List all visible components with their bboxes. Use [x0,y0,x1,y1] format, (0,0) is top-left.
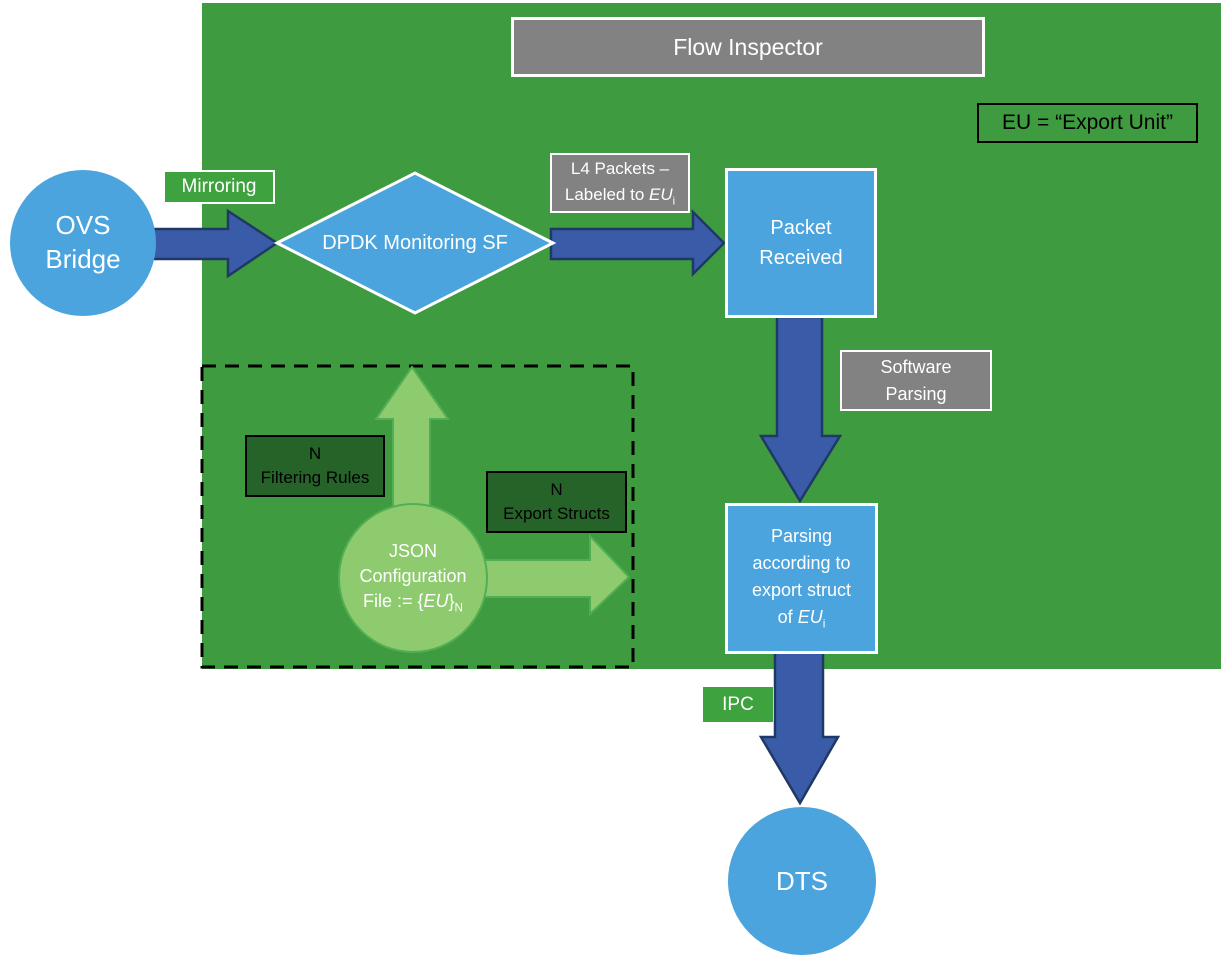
filtering-rules-line1: N [308,444,322,464]
l4-packets-edge-label: L4 Packets – Labeled to EUi [550,153,690,213]
ovs-bridge-line2: Bridge [45,244,121,274]
software-parsing-line1: Software [880,357,952,378]
filtering-rules-line2: Filtering Rules [260,468,370,487]
mirroring-text: Mirroring [181,176,257,197]
export-structs-node: N Export Structs [486,471,627,533]
software-parsing-line2: Parsing [885,383,947,404]
filtering-rules-node: N Filtering Rules [245,435,385,497]
l4-packets-line2: Labeled to EUi [564,184,676,208]
parsing-node: Parsing according to export struct of EU… [725,503,878,654]
packet-received-node: Packet Received [725,168,877,318]
json-config-line3: File := {EU}N [362,591,463,615]
arrow-parsing-to-dts [758,650,841,806]
dpdk-diamond-text: DPDK Monitoring SF [322,231,508,254]
parsing-line3: export struct [751,580,852,601]
dts-node: DTS [728,807,876,955]
dpdk-diamond-label: DPDK Monitoring SF [277,227,553,259]
l4-packets-line1: L4 Packets – [570,159,670,179]
parsing-line4: of EUi [777,607,826,632]
packet-received-line1: Packet [770,217,832,239]
json-config-node: JSON Configuration File := {EU}N [338,503,488,653]
mirroring-edge-label: Mirroring [163,170,275,204]
dts-text: DTS [776,865,828,896]
parsing-line1: Parsing [770,526,833,547]
export-structs-line1: N [550,480,563,500]
ovs-bridge-line1: OVS [55,210,111,241]
json-config-line1: JSON [388,540,437,561]
json-config-line2: Configuration [359,566,467,587]
parsing-line2: according to [752,553,851,574]
ipc-edge-label: IPC [703,687,773,722]
flow-inspector-title: Flow Inspector [511,17,985,77]
eu-definition-note: EU = “Export Unit” [977,103,1198,143]
ipc-text: IPC [722,693,754,715]
software-parsing-edge-label: Software Parsing [840,350,992,411]
eu-definition-text: EU = “Export Unit” [1002,111,1173,134]
export-structs-line2: Export Structs [503,504,610,523]
flow-inspector-title-label: Flow Inspector [673,33,823,60]
packet-received-line2: Received [759,247,843,269]
ovs-bridge-node: OVS Bridge [10,170,156,316]
